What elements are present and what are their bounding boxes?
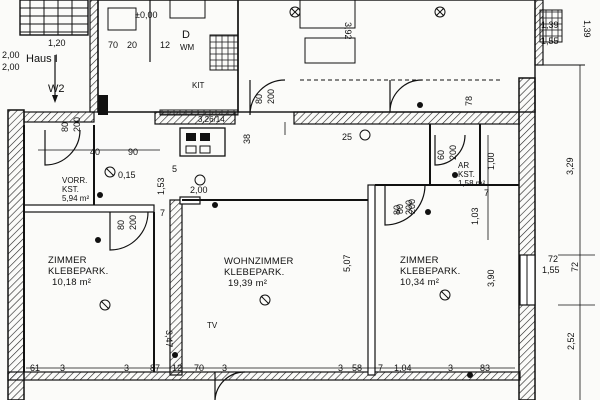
dim-label: 200	[404, 200, 414, 215]
dim-label: 20	[127, 40, 137, 50]
bottom-dimensions: 61 3 3 87 12 70 3 3 58 7 1,04 3 83	[30, 363, 490, 373]
dim-label: 2,52	[566, 332, 576, 350]
room-name: VORR.	[62, 176, 87, 185]
dim-label: 58	[352, 363, 362, 373]
room-name: WOHNZIMMER	[224, 256, 294, 267]
dim-label: 3,26/14	[198, 115, 225, 124]
dim-label: 0,15	[118, 170, 136, 180]
dim-label: 83	[480, 363, 490, 373]
dim-label: ±0,00	[135, 10, 157, 20]
room-vorraum: VORR. KST. 5,94 m²	[62, 176, 89, 203]
dim-label: 72	[548, 254, 558, 264]
dim-label: 1,53	[156, 177, 166, 195]
dim-label: 3	[448, 363, 453, 373]
dim-label: 60	[436, 150, 446, 160]
room-area: 10,34 m²	[400, 277, 439, 288]
fixture-labels: TV KIT D WM	[180, 29, 218, 330]
interior-walls	[23, 124, 519, 372]
dim-label: 80	[395, 204, 405, 214]
dim-label: 12	[160, 40, 170, 50]
mid-dimensions: 40 90 0,15 80 200 2,00 80 200 78 25 38 3…	[60, 89, 575, 214]
dim-label: 1,55	[542, 265, 560, 275]
kitchen-bath-block	[97, 0, 239, 157]
dim-label: 200	[448, 145, 458, 160]
dim-label: 90	[128, 147, 138, 157]
room-floor: KLEBEPARK.	[48, 266, 108, 277]
top-dimensions: 1,20 2,00 2,00 ±0,00 70 20 12 3,92 1,39 …	[2, 10, 592, 72]
dim-label: 38	[242, 134, 252, 144]
dimension-lines	[26, 65, 595, 400]
dim-label: 1,03	[470, 207, 480, 225]
dim-label: 70	[194, 363, 204, 373]
dim-label: 70	[108, 40, 118, 50]
house-label: Haus I	[26, 53, 58, 65]
doors	[44, 79, 466, 400]
wm-label: WM	[180, 43, 195, 52]
dim-label: 3,90	[486, 269, 496, 287]
dim-label: 1,00	[486, 152, 496, 170]
d-label: D	[182, 29, 190, 41]
dim-label: 40	[90, 147, 100, 157]
tv-label: TV	[207, 321, 218, 330]
room-abstellraum: AR KST. 1,58 m²	[458, 161, 485, 188]
kitchen-label: KIT	[192, 81, 205, 90]
room-name: ZIMMER	[48, 255, 87, 266]
balcony	[237, 0, 585, 113]
dim-label: 200	[72, 117, 82, 132]
room-area: 10,18 m²	[52, 277, 91, 288]
dim-label: 25	[342, 132, 352, 142]
room-floor: KLEBEPARK.	[224, 267, 284, 278]
dim-label: 78	[464, 96, 474, 106]
room-area: 19,39 m²	[228, 278, 267, 289]
dim-label: 87	[150, 363, 160, 373]
room-name: ZIMMER	[400, 255, 439, 266]
dim-label: 3	[338, 363, 343, 373]
dim-label: 72	[570, 262, 580, 272]
dim-label: 12	[172, 363, 182, 373]
room-area: 1,58 m²	[458, 179, 485, 188]
room-zimmer-right: ZIMMER KLEBEPARK. 10,34 m²	[400, 255, 460, 288]
dim-label: 200	[128, 215, 138, 230]
dim-label: 200	[266, 89, 276, 104]
dim-label: 61	[30, 363, 40, 373]
dim-label: 3,92	[343, 22, 353, 40]
dim-label: 80	[116, 220, 126, 230]
room-dimensions: 80 200 7 80 200 1,03 7 3,47 5,07 3,90 72…	[116, 188, 580, 350]
dim-label: 200	[407, 199, 417, 214]
room-name: AR	[458, 161, 469, 170]
room-floor: KST.	[62, 185, 79, 194]
dim-label: 2,00	[2, 62, 20, 72]
electrical-symbols	[95, 6, 473, 378]
unit-label: W2	[48, 83, 65, 95]
dim-label: 80	[60, 122, 70, 132]
dim-label: 2,00	[190, 185, 208, 195]
dim-label: 1,04	[394, 363, 412, 373]
dim-label: 7	[484, 188, 489, 198]
dim-label: 1,39	[582, 20, 592, 38]
dim-label: 3,29	[565, 157, 575, 175]
room-wohnzimmer: WOHNZIMMER KLEBEPARK. 19,39 m²	[224, 256, 294, 289]
staircase	[19, 0, 89, 103]
room-area: 5,94 m²	[62, 194, 89, 203]
dim-label: 3	[60, 363, 65, 373]
dim-label: 3	[124, 363, 129, 373]
room-zimmer-left: ZIMMER KLEBEPARK. 10,18 m²	[48, 255, 108, 288]
dim-label: 1,20	[48, 38, 66, 48]
dim-label: 2,00	[2, 50, 20, 60]
dim-label: 5,07	[342, 254, 352, 272]
dim-label: 80	[392, 205, 402, 215]
dim-label: 5	[172, 164, 177, 174]
dim-label: 7	[160, 208, 165, 218]
dim-label: 1,39	[541, 20, 559, 30]
dim-label: 1,55	[541, 36, 559, 46]
room-floor: KLEBEPARK.	[400, 266, 460, 277]
dim-label: 7	[378, 363, 383, 373]
dim-label: 80	[254, 94, 264, 104]
dim-label: 3	[222, 363, 227, 373]
room-floor: KST.	[458, 170, 475, 179]
dim-label: 3,47	[164, 330, 174, 348]
